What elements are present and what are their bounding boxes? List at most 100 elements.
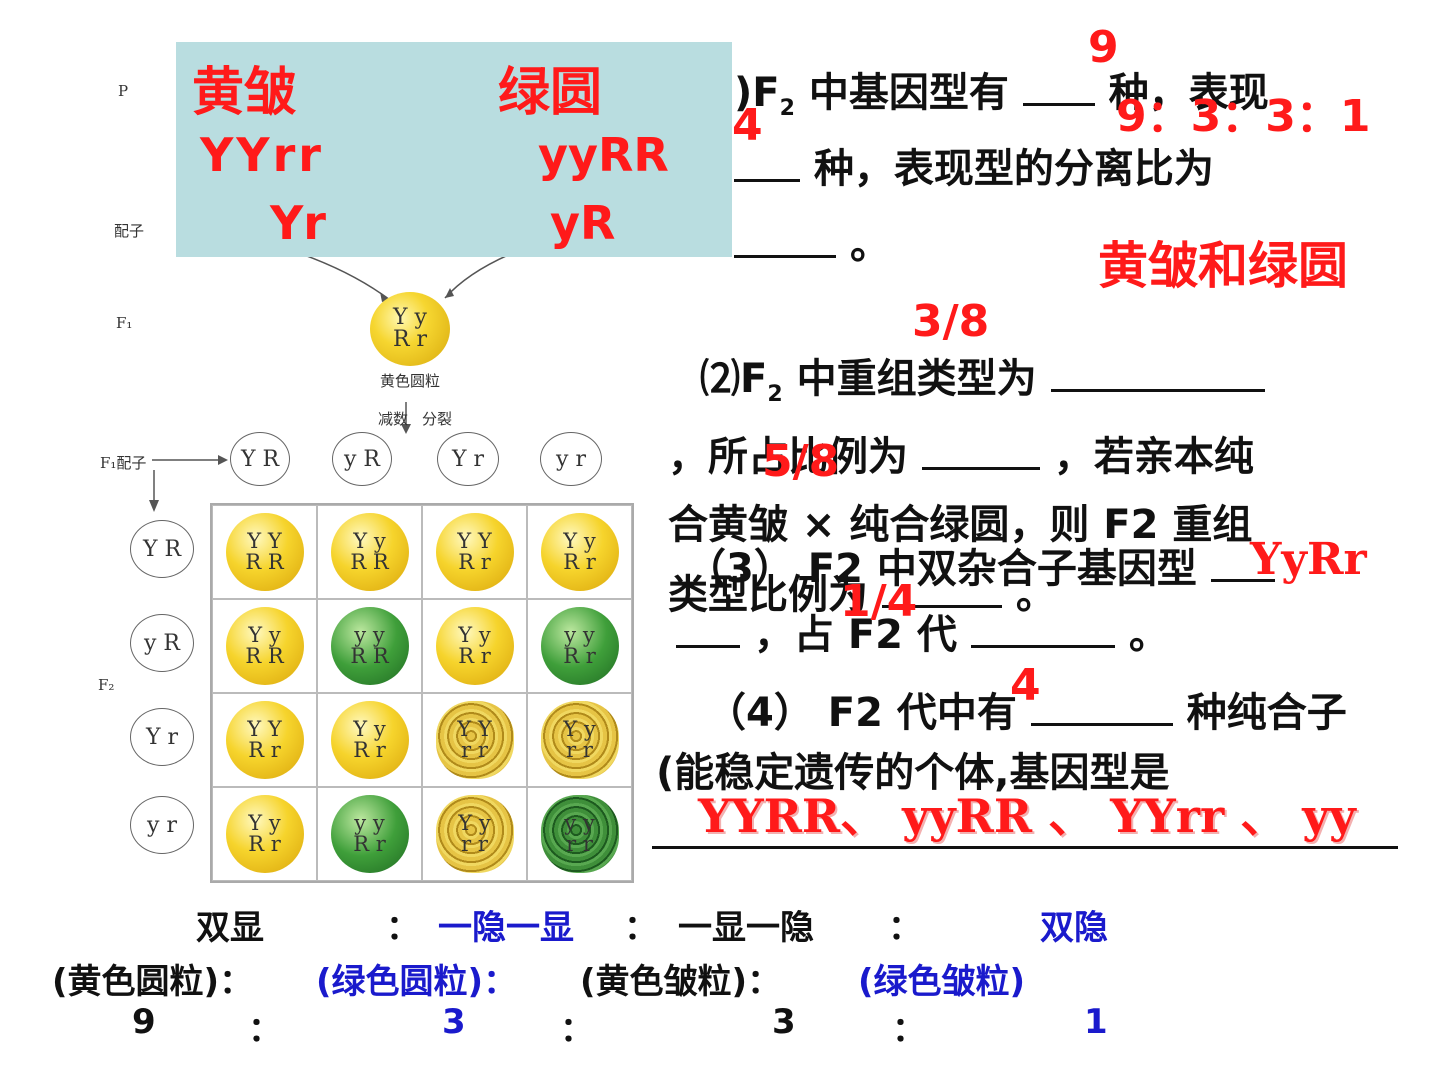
pea-genotype-top: y y [564,811,595,835]
gamete-row-1: Y R [130,520,194,578]
answer-yyrr: YyRr [1250,534,1367,585]
pea-genotype-bottom: R r [353,738,386,762]
label-f1: F₁ [116,314,133,332]
gamete-col-1: Y R [230,432,290,486]
overlay-right-name: 绿圆 [498,63,603,123]
pea-genotype-bottom: R r [563,550,596,574]
meiosis-right: 分裂 [422,410,453,428]
pea-genotype-top: Y y [248,623,281,647]
answer-recomb: 黄皱和绿圆 [1098,237,1348,295]
summary-ratio-colon-3: ： [892,1010,926,1050]
overlay-right-gamete: yR [550,196,616,250]
answer-homozygotes: YYRR、 yyRR 、 YYrr 、 yy [698,789,1356,843]
pea-genotype-top: Y y [458,811,491,835]
parent-overlay [176,42,732,257]
pea-genotype-top: y y [354,811,385,835]
pea-genotype-top: Y y [563,529,596,553]
summary-ratio-1: 1 [1084,1002,1108,1042]
q1-blank-2 [734,149,800,182]
q2-text-2b: ，若亲本纯 [1053,434,1254,480]
q1-blank-3 [734,225,836,258]
gamete-row-3: Y r [130,708,194,766]
summary-ratio-9: 9 [132,1002,156,1042]
pea-genotype-top: Y y [563,717,596,741]
pea-genotype-bottom: R R [350,550,389,574]
gamete-row-4: y r [130,796,194,854]
summary-double-recessive: 双隐 [1040,908,1108,948]
q2-text-2a: ，所占比例为 [668,434,908,480]
pea-genotype-bottom: r r [566,832,593,856]
pea-genotype-bottom: R r [248,832,281,856]
f1-genotype-top: Y y [393,305,427,330]
pea-genotype-top: Y y [353,717,386,741]
f1-pea: Y y R r [370,292,450,366]
summary-colon-3: ： [888,908,922,948]
summary-ratio-colon-2: ： [560,1010,594,1050]
q2-text: 中重组类型为 [796,356,1037,402]
pea-genotype-top: Y Y [247,529,282,553]
pea-genotype-bottom: r r [566,738,593,762]
summary-ratio-colon-1: ： [248,1010,282,1050]
summary-ratio-3b: 3 [772,1002,796,1042]
q1-prefix: )F [734,70,780,116]
pea-genotype-bottom: R R [350,644,389,668]
f1-genotype-bottom: R r [392,327,428,352]
q3-blank-1 [1210,549,1275,582]
answer-4b: 4 [1010,660,1041,711]
summary-pheno-3: (黄色皱粒)： [580,962,782,1002]
summary-pheno-4: (绿色皱粒) [858,962,1026,1002]
q3-text-2: ，占 F2 代 [753,612,957,658]
q1-line1: )F2 中基因型有 种，表现 [734,60,1269,121]
q1-text-c: 种，表现 [1108,70,1269,116]
summary-dominant: 双显 [196,908,264,948]
summary-colon-2: ： [624,908,658,948]
meiosis-left: 减数 [378,410,409,428]
pea-genotype-bottom: R r [563,644,596,668]
summary-pheno-1: (黄色圆粒)： [52,962,254,1002]
answer-5-8: 5/8 [762,436,840,487]
q1-blank-1 [1022,73,1095,106]
label-f2: F₂ [98,676,115,694]
q1-line3: 。 [734,212,890,270]
q2-line2: ，所占比例为 ，若亲本纯 [668,424,1254,482]
pea-genotype-top: Y Y [457,717,492,741]
q1-text-2: 种，表现型的分离比为 [813,146,1214,192]
q2-blank-1 [1050,359,1265,392]
q2-blank-3 [881,575,1002,608]
overlay-left-name: 黄皱 [192,63,297,123]
q2-blank-2 [921,437,1040,470]
pea-genotype-bottom: r r [461,832,488,856]
pea-genotype-bottom: R r [248,738,281,762]
pea-genotype-bottom: r r [461,738,488,762]
answer-3-8: 3/8 [912,296,990,347]
q2-line1: ⑵F2 中重组类型为 [700,346,1265,407]
q4-blank-1 [1030,693,1173,726]
q4-line1: （4） F2 代中有 种纯合子 [706,680,1347,738]
q2-prefix: ⑵F [700,356,768,402]
q2-text-4: 类型比例为 [668,572,868,618]
q3-blank-3 [970,615,1115,648]
q4-blank-2 [652,846,1398,849]
answer-4: 4 [732,100,763,151]
